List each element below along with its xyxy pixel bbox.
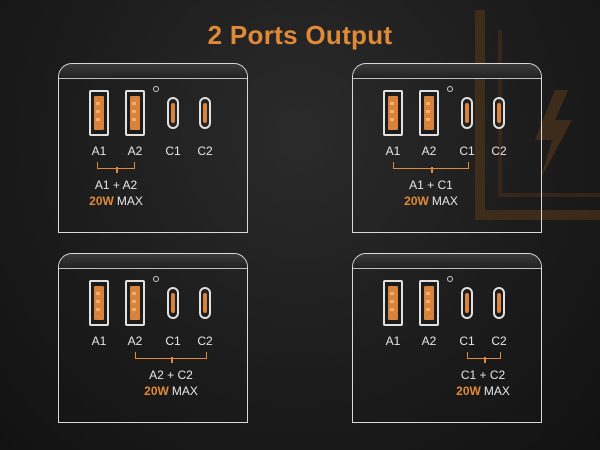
usb-c-port-c2 [493,287,505,319]
device-top-band [59,64,247,79]
usb-a-port-a2 [419,280,439,326]
usb-c-port-c1 [461,97,473,129]
max-label: MAX [171,384,198,398]
combo-bracket [97,162,135,173]
usb-a-port-a2 [125,280,145,326]
port-label-a1: A1 [385,144,401,158]
port-label-c1: C1 [165,144,181,158]
combo-label: A2 + C2 [149,368,193,382]
usb-c-port-c2 [199,97,211,129]
port-label-a2: A2 [127,144,143,158]
max-watts: 20W [456,384,481,398]
combo-label: A1 + A2 [94,178,138,192]
port-label-a1: A1 [91,144,107,158]
usb-a-port-a2 [125,90,145,136]
port-label-c2: C2 [197,334,213,348]
usb-c-port-c2 [493,97,505,129]
port-label-a2: A2 [421,334,437,348]
device-top-band [353,64,541,79]
usb-c-port-c1 [167,97,179,129]
usb-c-port-c1 [461,287,473,319]
combo-bracket [393,162,469,173]
port-label-c2: C2 [197,144,213,158]
port-label-c2: C2 [491,144,507,158]
port-label-c2: C2 [491,334,507,348]
max-label: MAX [483,384,510,398]
usb-a-port-a1 [383,280,403,326]
port-label-c1: C1 [165,334,181,348]
indicator-dot [153,276,159,282]
combo-label: A1 + C1 [409,178,453,192]
port-label-a2: A2 [421,144,437,158]
max-label: MAX [116,194,143,208]
port-label-c1: C1 [459,334,475,348]
port-label-a1: A1 [91,334,107,348]
port-label-a2: A2 [127,334,143,348]
usb-c-port-c2 [199,287,211,319]
device-top-band [353,254,541,269]
usb-c-port-c1 [167,287,179,319]
combo-bracket [135,352,207,363]
usb-a-port-a1 [89,280,109,326]
max-watts: 20W [144,384,169,398]
max-watts: 20W [89,194,114,208]
max-watts: 20W [404,194,429,208]
indicator-dot [153,86,159,92]
usb-a-port-a1 [383,90,403,136]
combo-bracket [467,352,501,363]
page-title: 2 Ports Output [207,20,393,50]
usb-a-port-a1 [89,90,109,136]
device-top-band [59,254,247,269]
usb-a-port-a2 [419,90,439,136]
combo-label: C1 + C2 [460,368,506,382]
port-label-c1: C1 [459,144,475,158]
indicator-dot [447,276,453,282]
port-label-a1: A1 [385,334,401,348]
indicator-dot [447,86,453,92]
max-label: MAX [431,194,458,208]
